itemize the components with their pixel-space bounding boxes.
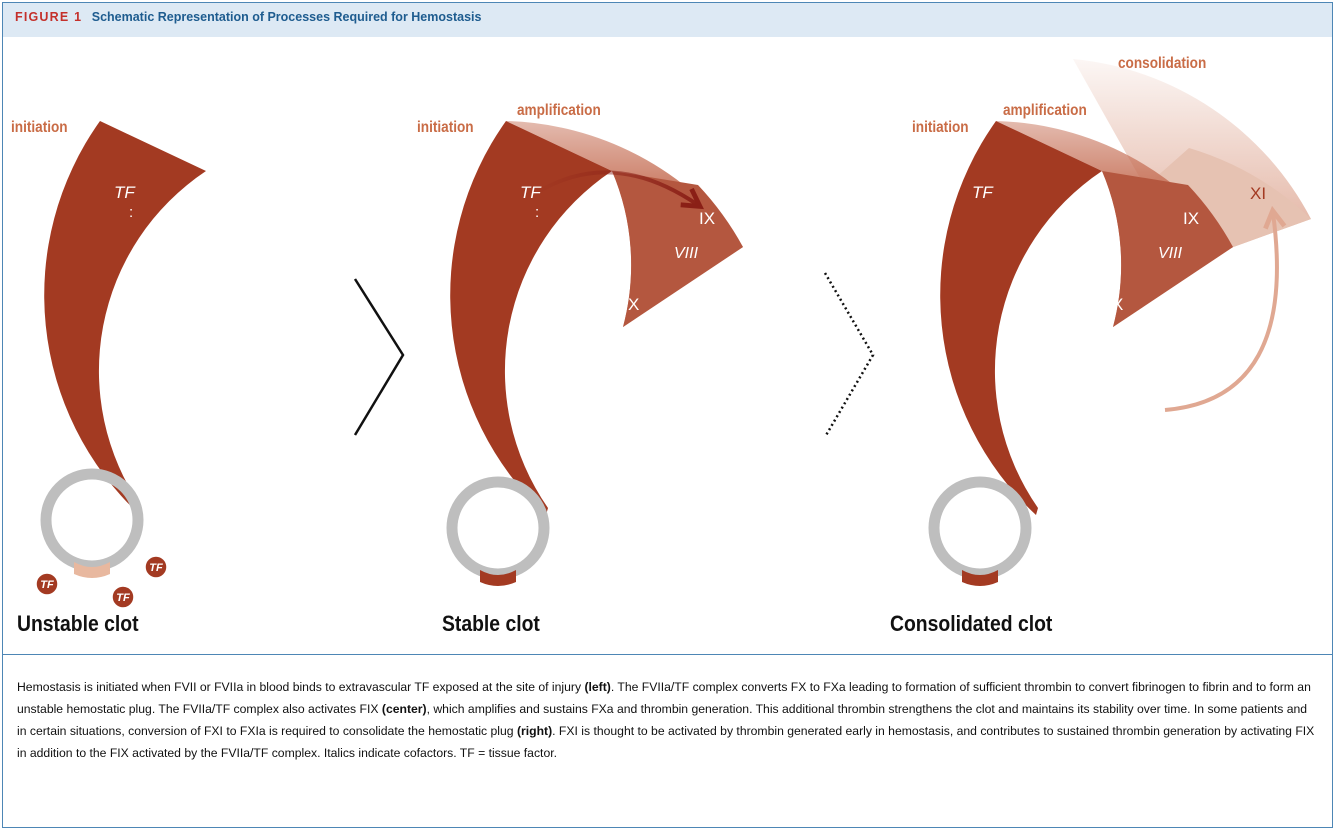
factor-fibrin: Fibrin [1040, 456, 1083, 475]
factor-x: X [1112, 295, 1123, 314]
vessel-ring [446, 476, 550, 580]
initiation-band [44, 121, 206, 515]
stage-label-consolidation: consolidation [1118, 55, 1206, 72]
panel-right: initiation amplification consolidation T… [890, 55, 1311, 636]
factor-colon: : [129, 204, 133, 221]
stage-label-initiation: initiation [11, 119, 68, 136]
factor-tf: TF [114, 183, 136, 202]
factor-v: V [1119, 348, 1132, 367]
caption-bold-center: (center) [381, 702, 427, 716]
factor-vii: VII [157, 218, 178, 237]
hemostasis-diagram: initiation TF : VII X V Thrombin Fibrin … [3, 37, 1334, 659]
factor-v: V [229, 348, 242, 367]
stage-label-amplification: amplification [517, 102, 601, 119]
svg-text:TF: TF [116, 592, 130, 604]
amplification-band [1102, 171, 1233, 327]
initiation-band [940, 121, 1102, 515]
factor-x: X [222, 295, 233, 314]
amplification-band [612, 171, 743, 327]
figure-label: FIGURE 1 [15, 10, 83, 24]
figure-caption: Hemostasis is initiated when FVII or FVI… [17, 676, 1317, 764]
factor-vii: VII [563, 218, 584, 237]
initiation-band [450, 121, 612, 515]
svg-text:TF: TF [149, 562, 163, 574]
factor-thrombin: Thrombin [183, 401, 255, 420]
thrombin-to-xi-arrow [1164, 205, 1287, 412]
factor-vii: VII [1047, 218, 1068, 237]
caption-bold-right: (right) [516, 724, 553, 738]
clot-label-unstable: Unstable clot [17, 612, 139, 636]
caption-text: . FXI is thought to be activated by thro… [17, 724, 1315, 760]
caption-text: , which amplifies and sustains FXa and t… [17, 702, 1308, 738]
factor-thrombin: Thrombin [589, 401, 661, 420]
factor-thrombin: Thrombin [1072, 401, 1144, 420]
clot-label-consolidated: Consolidated clot [890, 612, 1052, 636]
figure-title: Schematic Representation of Processes Re… [91, 10, 482, 24]
factor-fibrin: Fibrin [150, 456, 193, 475]
diagram-svg: initiation TF : VII X V Thrombin Fibrin … [11, 55, 1311, 636]
tf-badge: TF [111, 585, 135, 609]
initiation-to-ix-arrow [536, 170, 704, 210]
svg-text:TF: TF [40, 579, 54, 591]
factor-fibrin: Fibrin [556, 456, 599, 475]
factor-v: V [635, 348, 648, 367]
caption-bold-left: (left) [584, 680, 611, 694]
stage-label-amplification: amplification [1003, 102, 1087, 119]
panel-center: initiation amplification TF : VII IX VII… [417, 102, 743, 636]
factor-ix: IX [699, 209, 715, 228]
factor-xi: XI [1250, 184, 1266, 203]
injury-site-unstable [74, 562, 110, 578]
vessel-ring [40, 468, 144, 572]
panel-left: initiation TF : VII X V Thrombin Fibrin … [11, 119, 255, 636]
tf-badge: TF [35, 572, 59, 596]
caption-text: Hemostasis is initiated when FVII or FVI… [17, 680, 585, 694]
caption-divider [3, 654, 1332, 655]
factor-colon: : [535, 204, 539, 221]
divider-chevron-dotted [823, 272, 875, 438]
stage-label-initiation: initiation [912, 119, 969, 136]
factor-x: X [628, 295, 639, 314]
divider-chevron-solid [353, 278, 405, 436]
injury-site-stable [480, 570, 516, 586]
factor-tf: TF [520, 183, 542, 202]
vessel-ring [928, 476, 1032, 580]
stage-label-initiation: initiation [417, 119, 474, 136]
clot-label-stable: Stable clot [442, 612, 540, 636]
factor-tf: TF [972, 183, 994, 202]
factor-viii: VIII [674, 245, 699, 262]
factor-viii: VIII [1158, 245, 1183, 262]
tf-badge: TF [144, 555, 168, 579]
injury-site-consolidated [962, 570, 998, 586]
caption-text: . The FVIIa/TF complex converts FX to FX… [17, 680, 1311, 716]
figure-header: FIGURE 1 Schematic Representation of Pro… [3, 3, 1332, 37]
factor-ix: IX [1183, 209, 1199, 228]
